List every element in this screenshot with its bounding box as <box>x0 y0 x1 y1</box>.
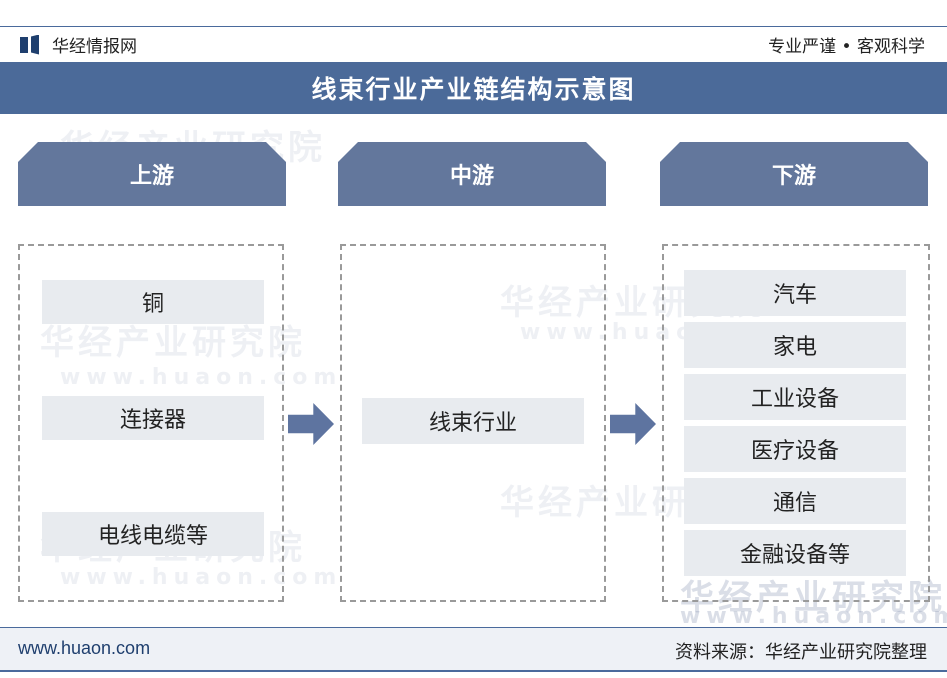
downstream-item: 医疗设备 <box>684 426 906 472</box>
stage-header-midstream: 中游 <box>338 142 606 206</box>
downstream-item: 汽车 <box>684 270 906 316</box>
page-title: 线束行业产业链结构示意图 <box>311 75 636 104</box>
flow-arrow-icon <box>610 403 656 445</box>
downstream-item: 通信 <box>684 478 906 524</box>
downstream-item: 工业设备 <box>684 374 906 420</box>
brand: 华经情报网 <box>20 32 137 57</box>
flow-arrow-icon <box>288 403 334 445</box>
upstream-item: 电线电缆等 <box>42 512 264 556</box>
book-logo-icon <box>20 34 42 55</box>
top-divider <box>0 26 947 27</box>
footer-source: 资料来源：华经产业研究院整理 <box>675 642 927 663</box>
midstream-item: 线束行业 <box>362 398 584 444</box>
title-bar: 线束行业产业链结构示意图 <box>0 62 947 114</box>
stage-header-downstream: 下游 <box>660 142 928 206</box>
footer-band <box>0 628 947 670</box>
footer-bottom-divider <box>0 670 947 672</box>
footer-url: www.huaon.com <box>18 638 151 658</box>
downstream-item: 金融设备等 <box>684 530 906 576</box>
upstream-item: 连接器 <box>42 396 264 440</box>
watermark: www.huaon.com <box>680 604 947 629</box>
stage-header-upstream: 上游 <box>18 142 286 206</box>
upstream-item: 铜 <box>42 280 264 324</box>
slogan: 专业严谨 • 客观科学 <box>768 37 925 57</box>
downstream-item: 家电 <box>684 322 906 368</box>
footer-divider <box>0 627 947 628</box>
brand-name: 华经情报网 <box>52 37 137 57</box>
upstream-box: 铜 连接器 电线电缆等 <box>18 244 284 602</box>
downstream-box: 汽车 家电 工业设备 医疗设备 通信 金融设备等 <box>662 244 930 602</box>
midstream-box: 线束行业 <box>340 244 606 602</box>
